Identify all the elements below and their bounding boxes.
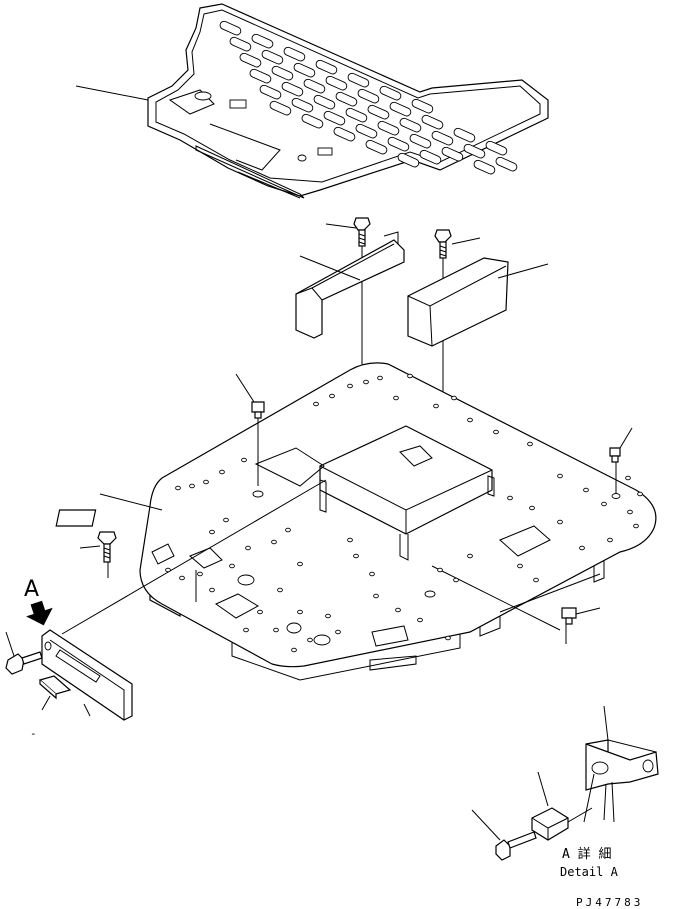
- left-cover: [295, 231, 405, 339]
- detail-a-bracket: [583, 705, 659, 823]
- leader-line: [299, 255, 361, 281]
- bolt: [353, 217, 371, 247]
- leader-line: [5, 631, 15, 657]
- leader-line: [537, 771, 549, 807]
- leader-line: [99, 493, 163, 511]
- leader-line: [451, 237, 481, 245]
- leader-line: [619, 427, 633, 449]
- bolt: [251, 401, 265, 419]
- right-cover: [407, 257, 509, 347]
- leader-line: [235, 373, 255, 403]
- bolt: [609, 447, 621, 463]
- leader-line: [325, 223, 357, 229]
- leader-line: [575, 607, 601, 615]
- leader-line: [83, 703, 91, 717]
- detail-label-en: Detail A: [560, 865, 619, 879]
- detail-a-clip: [531, 807, 593, 841]
- leader-line: [75, 85, 149, 101]
- floor-plate: [55, 362, 657, 681]
- bolt: [434, 229, 452, 259]
- leader-line: [79, 545, 101, 549]
- bolt: [495, 831, 537, 861]
- bolt: [5, 651, 43, 675]
- spacer-block: [38, 675, 72, 700]
- bolt: [97, 531, 117, 563]
- detail-label-jp: A 詳 細: [562, 846, 611, 862]
- leader-line: [497, 263, 549, 279]
- view-letter: A: [24, 577, 39, 602]
- view-arrow-icon: [26, 600, 53, 626]
- leader-line: [471, 809, 501, 841]
- drawing-code: PJ47783: [576, 896, 643, 909]
- leader-line: [41, 695, 51, 711]
- dash-mark: -: [30, 727, 37, 740]
- bracket-plate: [41, 629, 133, 721]
- floor-mat: [147, 3, 549, 199]
- bolt: [561, 607, 577, 625]
